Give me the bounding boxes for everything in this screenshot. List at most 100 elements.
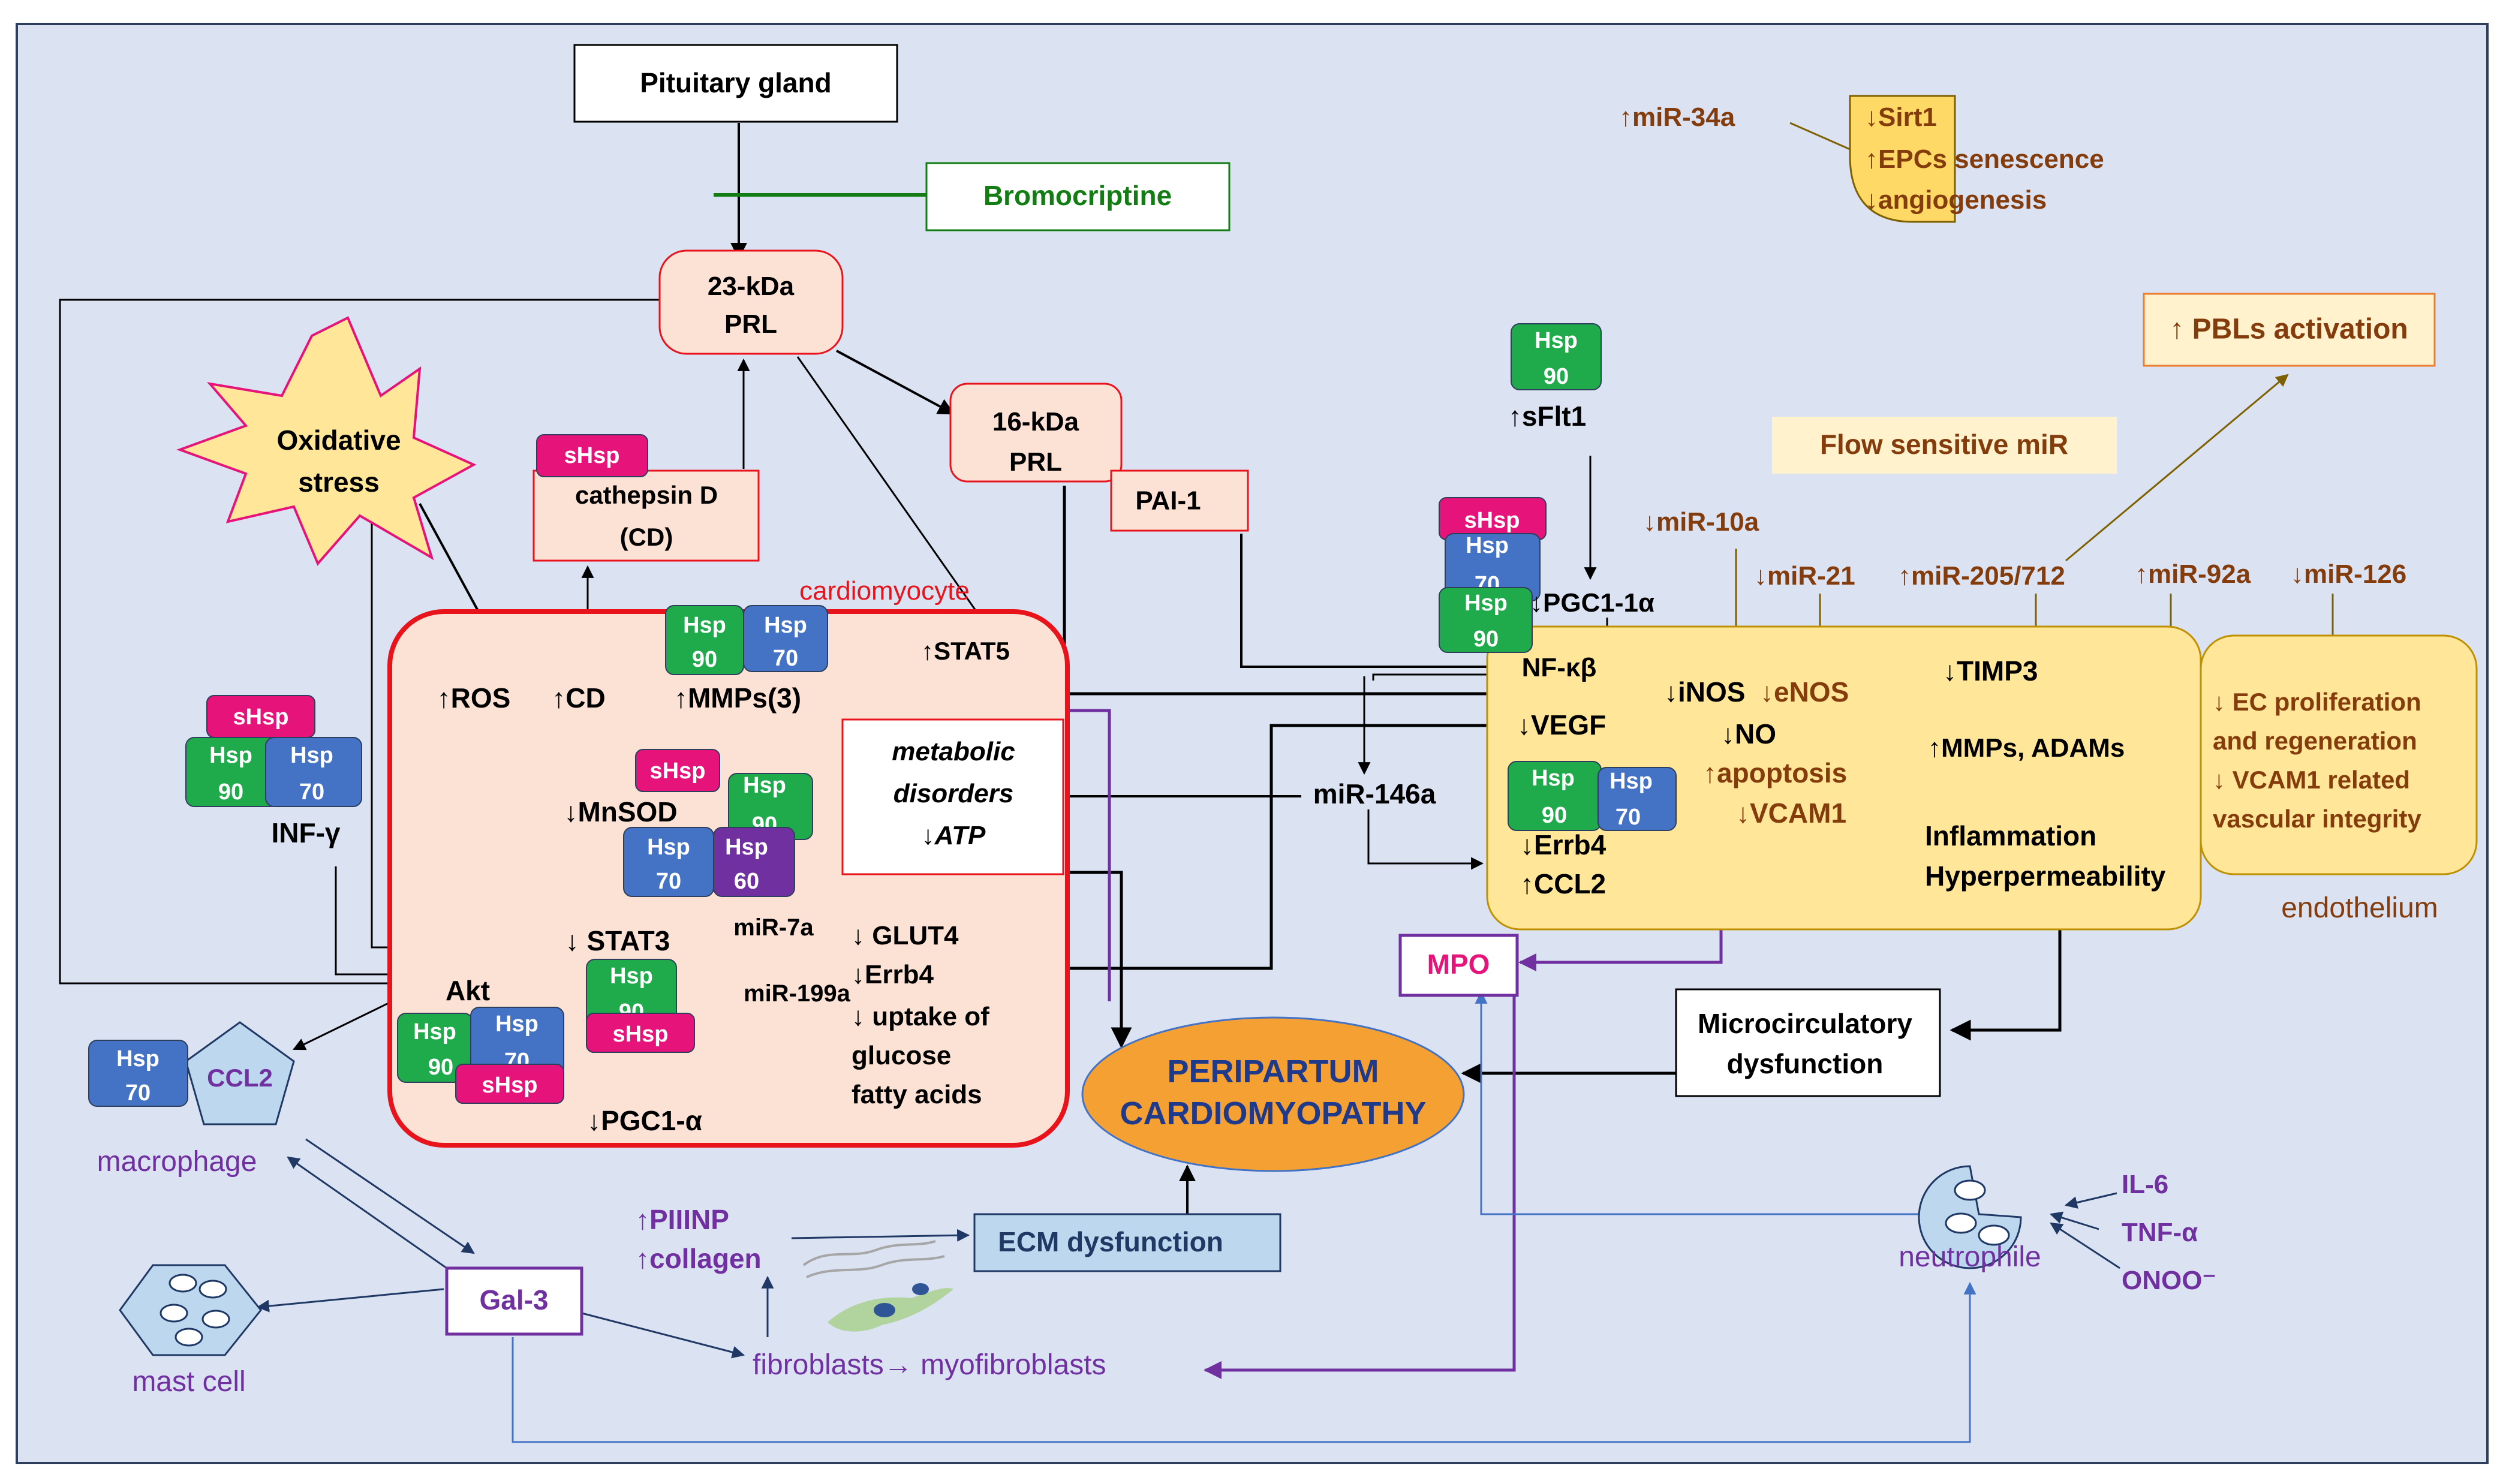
prl16-line1: 16-kDa [992,407,1079,437]
fibroblast-illustration [802,1240,953,1332]
mir92a-label: ↑miR-92a [2135,559,2251,589]
svg-text:sHsp: sHsp [613,1022,669,1047]
prl16-line2: PRL [1009,447,1062,477]
akt-hsp-complex: Hsp 90 Hsp 70 sHsp [397,1007,564,1104]
ec-line4: vascular integrity [2213,805,2421,833]
prl23-line1: 23-kDa [708,272,795,301]
oxidative-stress-burst [176,316,477,566]
mir10a-label: ↓miR-10a [1643,507,1759,537]
mir205-label: ↑miR-205/712 [1898,561,2065,591]
mnsod-label: ↓MnSOD [564,796,677,827]
neutrophile-shape [1918,1165,2022,1269]
mast-cell-label: mast cell [132,1366,245,1398]
cardiomyocyte-label: cardiomyocyte [799,576,970,606]
enos-label: ↓eNOS [1760,676,1849,708]
errb4-cell-label: ↓Errb4 [852,960,934,989]
microcirc-line1: Microcirculatory [1698,1008,1912,1039]
metabolic-line3: ↓ATP [922,821,986,850]
sirt1-shape [1849,95,1956,223]
mnsod-hsp-complex: sHsp Hsp 90 Hsp 70 Hsp 60 [623,749,813,897]
svg-text:Hsp: Hsp [209,743,252,768]
svg-text:Hsp: Hsp [1535,328,1578,353]
svg-text:70: 70 [773,646,798,671]
mast-cell-granules [160,1274,230,1347]
flow-mir-box [1772,417,2117,474]
epcs-label: ↑EPCs senescence [1865,145,2104,174]
prl23-box [658,249,844,355]
onoo-label: ONOO⁻ [2122,1266,2216,1295]
svg-text:Hsp: Hsp [725,835,768,860]
metabolic-line1: metabolic [892,737,1015,766]
ec-line1: ↓ EC proliferation [2213,688,2421,716]
svg-text:90: 90 [428,1055,453,1080]
vcam1-label: ↓VCAM1 [1736,797,1846,829]
svg-text:60: 60 [734,869,759,894]
ec-line2: and regeneration [2213,727,2417,755]
uptake-line3: fatty acids [852,1080,982,1109]
metabolic-box [841,718,1064,875]
macrophage-shape [185,1021,295,1125]
prl16-box [949,383,1123,483]
mmps-adams-label: ↑MMPs, ADAMs [1928,733,2125,763]
akt-label: Akt [446,975,490,1006]
macrophage-label: macrophage [97,1146,257,1178]
svg-text:sHsp: sHsp [564,443,620,468]
sflt1-hsp90: Hsp 90 [1511,323,1602,390]
glut4-label: ↓ GLUT4 [852,921,959,950]
svg-text:Hsp: Hsp [683,613,726,638]
metabolic-line2: disorders [894,779,1014,808]
svg-text:90: 90 [218,779,243,805]
prl23-line2: PRL [724,309,777,339]
tnfa-label: TNF-α [2122,1218,2198,1247]
pituitary-box [573,44,898,123]
cathepsin-line2: (CD) [620,523,673,551]
hyperperm-label: Hyperpermeability [1925,860,2166,892]
piiinp-label: ↑PIIINP [636,1204,729,1235]
inflammation-label: Inflammation [1925,820,2096,851]
mir7a-label: miR-7a [733,914,814,941]
pituitary-label: Pituitary gland [640,67,831,98]
svg-text:Hsp: Hsp [413,1019,456,1044]
svg-text:90: 90 [1473,627,1499,652]
sflt1-label: ↑sFlt1 [1508,401,1586,432]
ppcm-line2: CARDIOMYOPATHY [1120,1095,1427,1131]
pai1-box [1110,469,1249,532]
svg-text:Hsp: Hsp [1532,766,1575,791]
vegf-label: ↓VEGF [1517,709,1606,741]
svg-text:Hsp: Hsp [1464,591,1508,616]
ec-line3: ↓ VCAM1 related [2213,766,2410,794]
fibroblasts-label: fibroblasts→ myofibroblasts [753,1349,1106,1381]
timp3-label: ↓TIMP3 [1943,655,2038,687]
no-label: ↓NO [1721,718,1776,749]
inos-label: ↓iNOS [1664,676,1745,708]
microcirc-line2: dysfunction [1727,1048,1884,1079]
svg-text:90: 90 [692,647,717,672]
apoptosis-label: ↑apoptosis [1703,757,1847,788]
svg-text:Hsp: Hsp [290,743,333,768]
microcirc-box [1675,988,1941,1097]
svg-text:Hsp: Hsp [647,835,690,860]
ec-effects-box [2200,634,2478,875]
pgc1a-cell-label: ↓PGC1-α [587,1105,702,1136]
mpo-label: MPO [1427,949,1490,980]
pai1-label: PAI-1 [1135,486,1201,516]
mir21-label: ↓miR-21 [1754,561,1855,591]
macrophage-hsp70: Hsp 70 [88,1040,188,1107]
ppcm-ellipse [1081,1016,1465,1172]
cathepsin-line1: cathepsin D [575,481,718,509]
errb4-hsp-complex: Hsp 90 Hsp 70 [1508,761,1677,831]
flow-mir-label: Flow sensitive miR [1820,429,2068,460]
endothelium-label: endothelium [2281,892,2438,924]
gal3-label: Gal-3 [479,1284,548,1316]
ppcm-line1: PERIPARTUM [1167,1053,1379,1089]
ccl2-endo-label: ↑CCL2 [1520,868,1606,899]
pbl-label: ↑ PBLs activation [2170,314,2408,345]
pgc1a-endo-label: ↓PGC1-1α [1530,588,1654,618]
svg-text:70: 70 [299,779,324,805]
svg-text:Hsp: Hsp [1466,533,1509,558]
oxidative-line2: stress [298,466,380,498]
ros-label: ↑ROS [437,682,511,714]
sirt1-label: ↓Sirt1 [1865,103,1937,132]
mmps-hsp-complex: Hsp 90 Hsp 70 [665,605,828,675]
